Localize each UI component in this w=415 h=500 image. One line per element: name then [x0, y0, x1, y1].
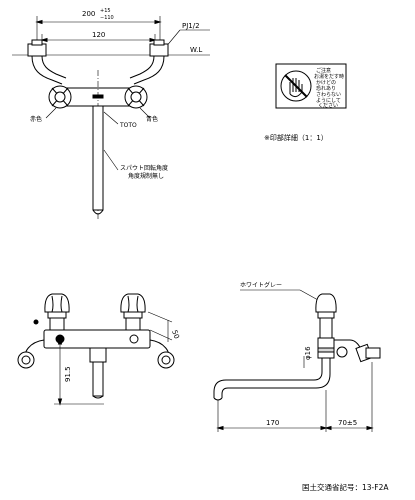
dim-phi16: φ16 [304, 346, 312, 360]
label-toto: TOTO [119, 122, 137, 129]
caution-line-7: ください [318, 102, 338, 109]
label-blue: 青色 [146, 115, 158, 123]
dim-200: 200 [82, 10, 95, 18]
dim-200-tol-plus: +15 [100, 8, 111, 14]
side-view: ホワイトグレー φ16 170 70±5 [213, 281, 381, 432]
front-spout [92, 361, 104, 397]
right-handle [124, 85, 148, 109]
dim-200-tol-minus: −110 [100, 15, 114, 21]
caution-line-2: お湯をだす時 [314, 73, 344, 80]
print-detail-title: ※印部詳細（1：1） [264, 133, 328, 142]
right-nut [149, 43, 169, 57]
caution-line-6: ようにして [316, 98, 341, 104]
print-detail: ご注意 お湯をだす時 かけどの 恐れあり さわらない ようにして ください ※印… [264, 63, 347, 142]
thread-label: PJ1/2 [182, 22, 200, 30]
front-right-handle [120, 293, 146, 331]
wall-line-label: W.L [190, 46, 202, 54]
left-nut [27, 43, 47, 57]
caution-line-5: さわらない [316, 91, 341, 98]
footer-code: 国土交通省記号：13-F2A [302, 482, 389, 492]
dim-50: 50 [170, 329, 181, 340]
spout [92, 105, 104, 211]
front-view: 50 91.5 [17, 293, 181, 406]
caution-line-4: 恐れあり [316, 86, 336, 92]
dim-120: 120 [92, 31, 105, 39]
caution-line-3: かけどの [316, 79, 336, 86]
label-red: 赤色 [30, 115, 42, 123]
caution-line-1: ご注意 [316, 67, 331, 74]
top-view: 200 +15 −110 120 PJ1/2 W.L [12, 8, 210, 220]
dim-170: 170 [266, 419, 279, 427]
spout-note-1: スパウト回転角度 [120, 164, 168, 172]
side-handle [315, 293, 337, 313]
dim-70: 70±5 [338, 419, 357, 427]
print-marker [33, 319, 39, 325]
front-left-handle [44, 293, 70, 331]
label-white-gray: ホワイトグレー [240, 281, 282, 289]
side-spout [213, 358, 323, 398]
dim-91-5: 91.5 [64, 366, 72, 382]
left-handle [48, 85, 72, 109]
spout-note-2: 角度規制無し [128, 172, 164, 180]
